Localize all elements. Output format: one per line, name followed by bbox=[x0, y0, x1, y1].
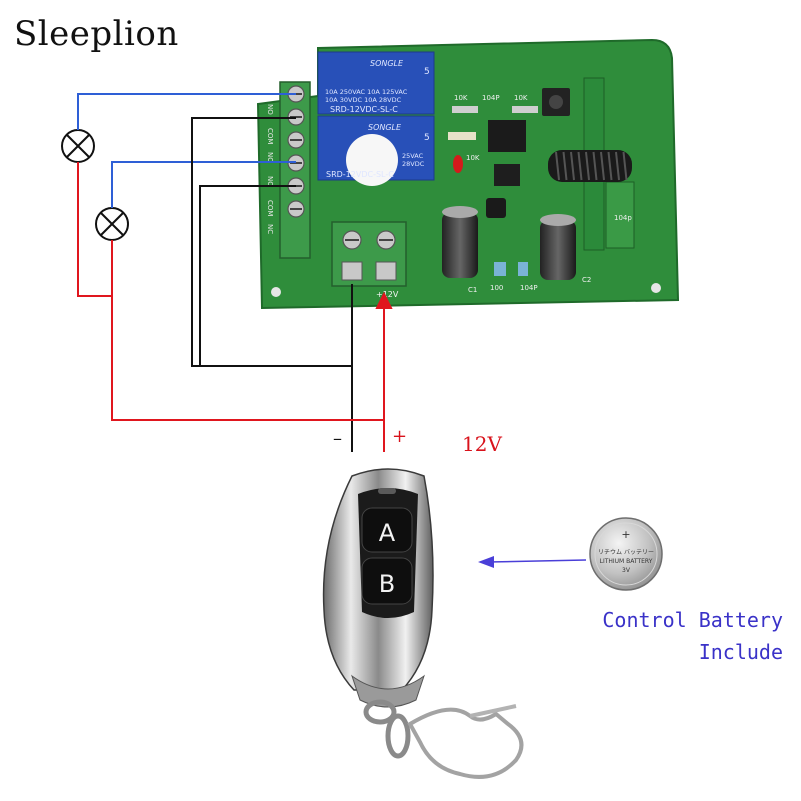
relay-bottom-rating-1: 25VAC bbox=[402, 152, 424, 160]
capacitor-c1 bbox=[442, 206, 478, 278]
relay-top-brand: SONGLE bbox=[370, 59, 404, 68]
component-label: 104p bbox=[614, 214, 632, 222]
battery-line-3: 3V bbox=[622, 567, 631, 574]
component-label: C1 bbox=[468, 286, 477, 294]
component-label: 104P bbox=[482, 94, 500, 102]
component-label: 10K bbox=[514, 94, 528, 102]
red-led bbox=[453, 155, 463, 173]
terminal-labels: NO COM NC NO COM NC bbox=[266, 104, 274, 234]
power-terminal-label: +12V bbox=[376, 290, 399, 299]
remote-control: A B bbox=[322, 468, 434, 708]
terminal-label: COM bbox=[266, 200, 274, 216]
power-terminal-block: +12V bbox=[331, 221, 407, 299]
transistor bbox=[486, 198, 506, 218]
relay-bottom-model: SRD-12VDC-SL-C bbox=[326, 170, 394, 179]
voltage-label: 12V bbox=[462, 432, 502, 456]
resistor bbox=[512, 106, 538, 113]
relay-top-rating-1: 10A 250VAC 10A 125VAC bbox=[325, 88, 408, 96]
black-wire-2 bbox=[199, 185, 296, 366]
battery-line-2: LITHIUM BATTERY bbox=[600, 558, 653, 565]
terminal-label: NO bbox=[266, 176, 274, 187]
relay-label-sticker bbox=[346, 134, 398, 186]
terminal-label: NO bbox=[266, 104, 274, 115]
red-arrow-head bbox=[375, 291, 393, 309]
keychain bbox=[363, 699, 524, 779]
mount-hole bbox=[651, 283, 661, 293]
lamp-2 bbox=[95, 207, 129, 241]
negative-label: – bbox=[333, 428, 342, 449]
component-label: 104P bbox=[520, 284, 538, 292]
component-labels: 10K 104P 10K 10K C1 100 104P C2 104p bbox=[454, 94, 632, 294]
brand-logo-text: Sleeplion bbox=[14, 14, 179, 54]
capacitor-c2 bbox=[540, 214, 576, 280]
relay-top: SONGLE 5 10A 250VAC 10A 125VAC 10A 30VDC… bbox=[317, 51, 435, 115]
wires bbox=[77, 93, 393, 452]
resistor bbox=[452, 106, 478, 113]
mount-hole bbox=[271, 287, 281, 297]
battery-caption: Control Battery Include bbox=[602, 604, 783, 668]
component-label: 10K bbox=[466, 154, 480, 162]
output-terminal-block bbox=[279, 81, 311, 259]
remote-button-b bbox=[361, 557, 413, 605]
black-wire-1 bbox=[191, 117, 352, 367]
caption-line-1: Control Battery bbox=[602, 608, 783, 632]
remote-button-a-label: A bbox=[379, 519, 396, 547]
battery-polarity: + bbox=[621, 528, 630, 541]
component-label: C2 bbox=[582, 276, 591, 284]
component-label: 100 bbox=[490, 284, 503, 292]
lamp-1 bbox=[61, 129, 95, 163]
coin-battery: + リチウム バッテリー LITHIUM BATTERY 3V bbox=[589, 517, 663, 591]
blue-wire-2 bbox=[111, 161, 296, 208]
relay-bottom-rating-2: 28VDC bbox=[402, 160, 425, 168]
relay-bottom: SONGLE 5 25VAC 28VDC SRD-12VDC-SL-C bbox=[317, 115, 435, 186]
relay-bottom-code: 5 bbox=[424, 133, 430, 143]
component-label: 10K bbox=[454, 94, 468, 102]
remote-button-b-label: B bbox=[379, 570, 395, 598]
blue-wire-1 bbox=[77, 93, 296, 130]
ic-chip bbox=[488, 120, 526, 152]
ceramic-cap bbox=[518, 262, 528, 276]
positive-label: + bbox=[392, 426, 408, 447]
terminal-label: NC bbox=[266, 224, 274, 234]
caption-line-2: Include bbox=[698, 640, 783, 664]
relay-board: SONGLE 5 10A 250VAC 10A 125VAC 10A 30VDC… bbox=[256, 38, 680, 310]
remote-button-a bbox=[361, 507, 413, 553]
relay-bottom-brand: SONGLE bbox=[368, 123, 402, 132]
antenna-coil bbox=[548, 150, 632, 182]
battery-arrow bbox=[478, 556, 587, 568]
relay-top-rating-2: 10A 30VDC 10A 28VDC bbox=[325, 96, 402, 104]
terminal-label: COM bbox=[266, 128, 274, 144]
relay-top-code: 5 bbox=[424, 67, 430, 77]
ceramic-cap bbox=[494, 262, 506, 276]
relay-top-model: SRD-12VDC-SL-C bbox=[330, 105, 398, 114]
terminal-label: NC bbox=[266, 152, 274, 162]
battery-line-1: リチウム バッテリー bbox=[598, 548, 654, 556]
resistor bbox=[448, 132, 476, 140]
jumper bbox=[494, 164, 520, 186]
